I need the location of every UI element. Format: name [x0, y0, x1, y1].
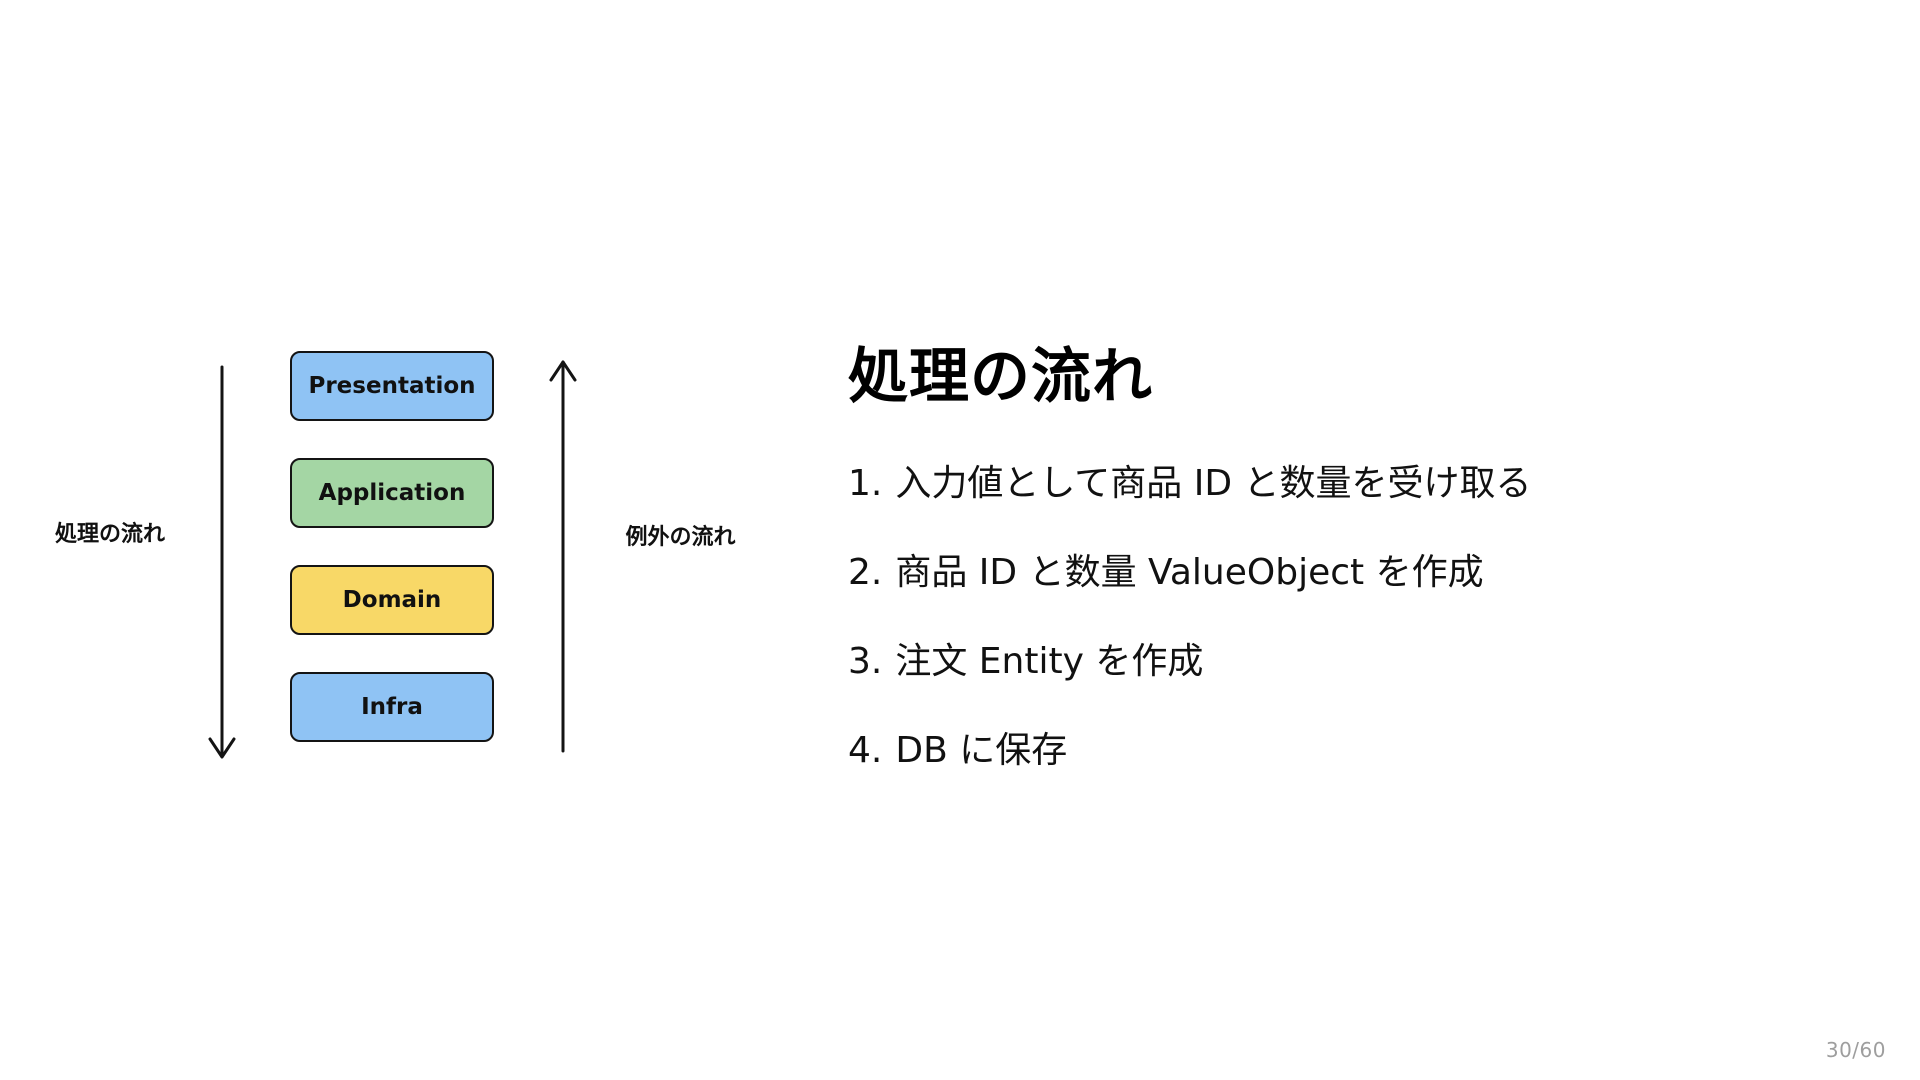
flow-label-exception: 例外の流れ — [625, 525, 736, 550]
step-text: 入力値として商品 ID と数量を受け取る — [895, 463, 1532, 504]
layer-label-presentation: Presentation — [308, 373, 476, 399]
step-number: 2. — [848, 552, 883, 593]
step-text: 商品 ID と数量 ValueObject を作成 — [895, 552, 1484, 593]
down-arrow-icon — [208, 365, 236, 759]
layer-box-presentation: Presentation — [290, 351, 494, 421]
up-arrow-icon — [549, 360, 577, 753]
step-item-3: 3. 注文 Entity を作成 — [848, 632, 1848, 684]
layer-label-infra: Infra — [361, 694, 423, 720]
step-item-1: 1. 入力値として商品 ID と数量を受け取る — [848, 454, 1848, 506]
step-text: 注文 Entity を作成 — [895, 641, 1204, 682]
step-number: 1. — [848, 463, 883, 504]
step-item-4: 4. DB に保存 — [848, 721, 1848, 773]
layer-box-domain: Domain — [290, 565, 494, 635]
flow-label-processing: 処理の流れ — [54, 522, 165, 547]
step-text: DB に保存 — [895, 730, 1068, 771]
step-number: 4. — [848, 730, 883, 771]
step-number: 3. — [848, 641, 883, 682]
layer-stack: Presentation Application Domain Infra — [290, 351, 494, 742]
layer-box-application: Application — [290, 458, 494, 528]
layer-label-domain: Domain — [342, 587, 442, 613]
content-area: 処理の流れ 1. 入力値として商品 ID と数量を受け取る 2. 商品 ID と… — [848, 344, 1848, 810]
step-item-2: 2. 商品 ID と数量 ValueObject を作成 — [848, 543, 1848, 595]
layer-box-infra: Infra — [290, 672, 494, 742]
steps-list: 1. 入力値として商品 ID と数量を受け取る 2. 商品 ID と数量 Val… — [848, 454, 1848, 773]
page-number: 30/60 — [1825, 1038, 1886, 1062]
page-title: 処理の流れ — [848, 342, 1153, 412]
layer-label-application: Application — [318, 480, 466, 506]
